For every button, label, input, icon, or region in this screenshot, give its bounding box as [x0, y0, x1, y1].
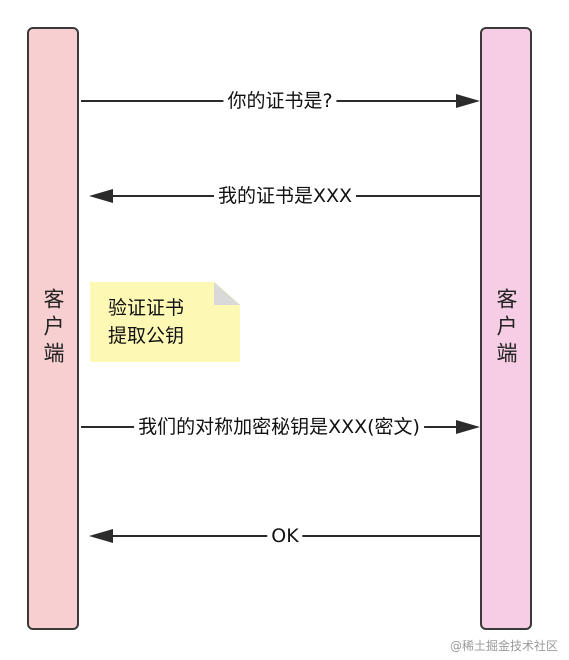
lane-right-label: 客户端	[494, 288, 518, 369]
message-2-label: 我的证书是XXX	[213, 184, 357, 208]
message-4-label: OK	[267, 524, 303, 548]
lane-left-label: 客户端	[41, 288, 65, 369]
arrowhead-3	[456, 420, 480, 434]
note-text: 验证证书 提取公钥	[108, 294, 228, 350]
note-line-1: 验证证书	[108, 297, 185, 319]
arrowhead-2	[89, 189, 113, 203]
message-1-label: 你的证书是?	[223, 89, 337, 113]
note-line-2: 提取公钥	[108, 325, 185, 347]
lane-left-client: 客户端	[27, 27, 79, 630]
arrowhead-4	[89, 529, 113, 543]
watermark: @稀土掘金技术社区	[450, 639, 559, 653]
message-3-label: 我们的对称加密秘钥是XXX(密文)	[134, 415, 424, 439]
arrowhead-1	[456, 94, 480, 108]
lane-right-client: 客户端	[480, 27, 532, 630]
